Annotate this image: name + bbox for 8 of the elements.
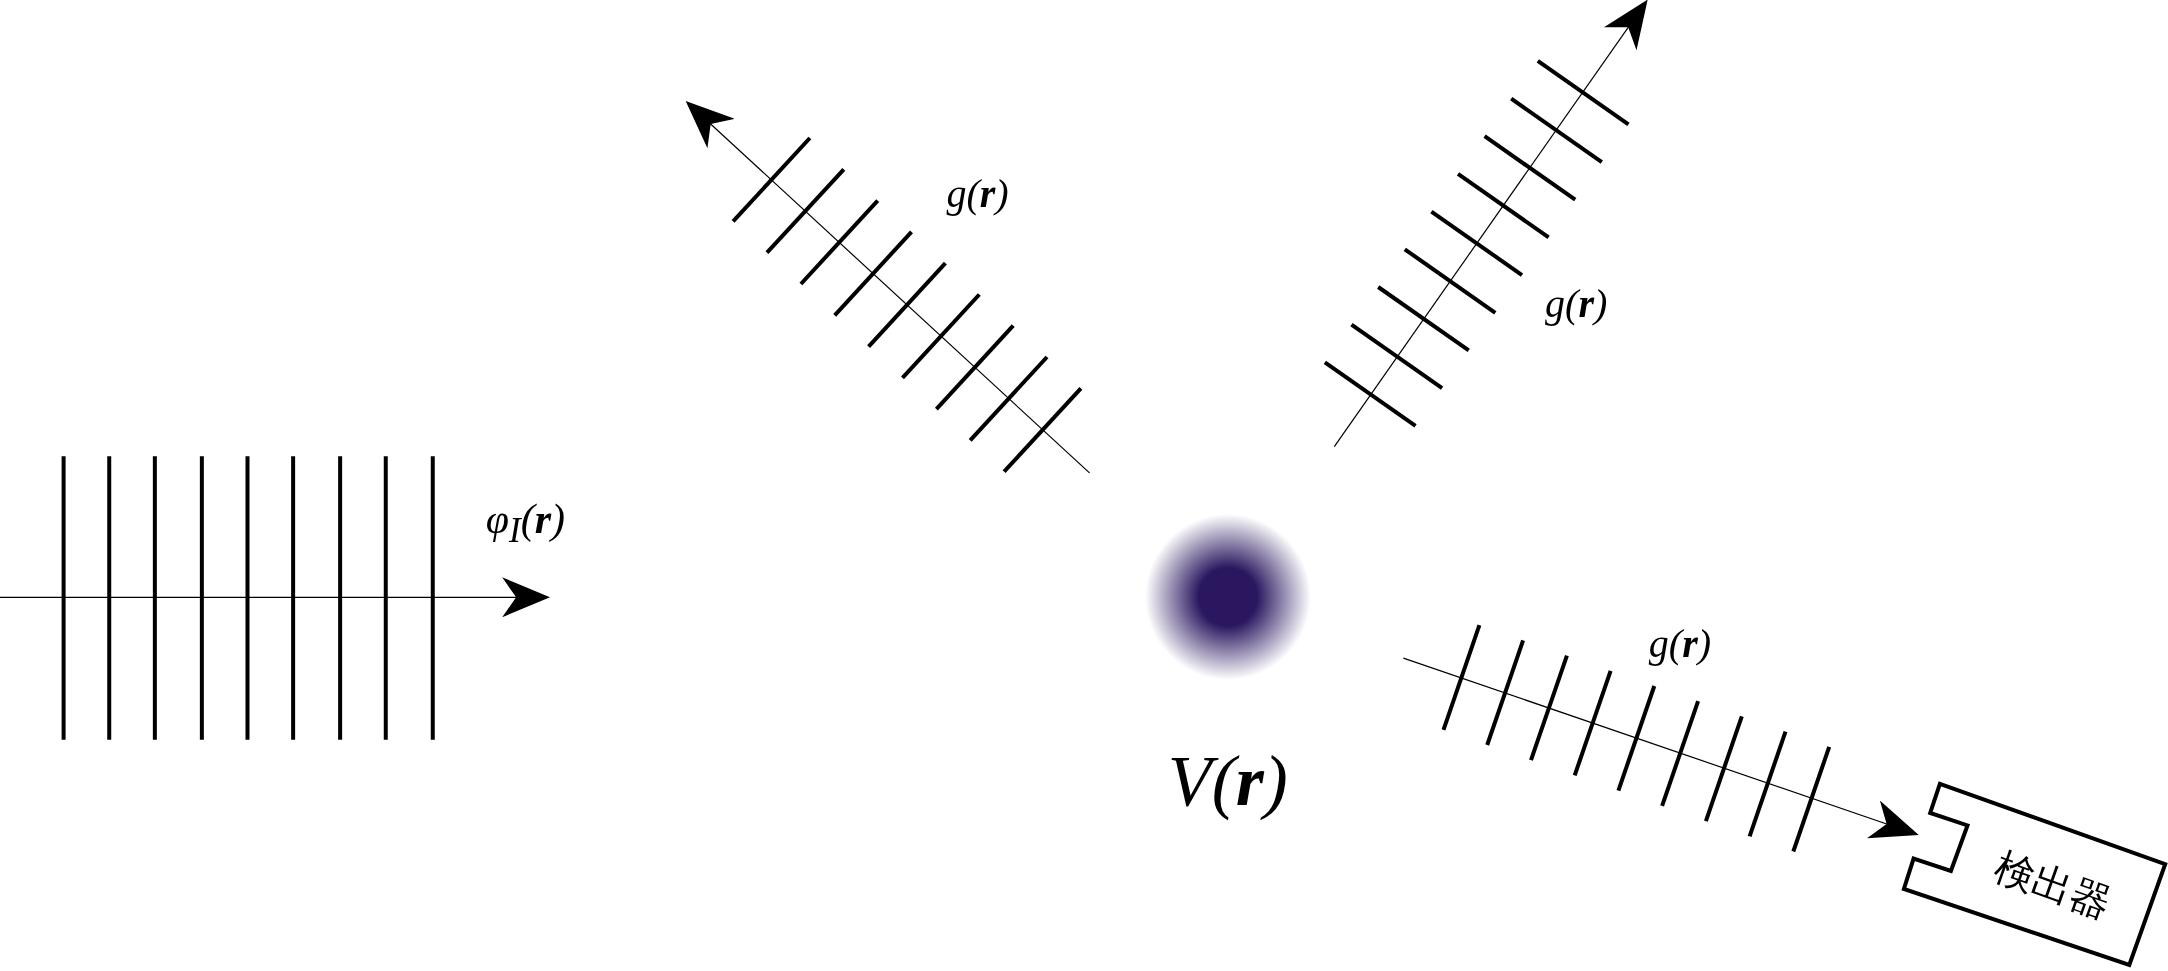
arrow	[1402, 657, 1919, 839]
wave-label: g(r)	[946, 173, 1009, 214]
wave-label: g(r)	[1545, 284, 1608, 325]
potential-blob	[1144, 514, 1311, 681]
wave-label: g(r)	[1648, 624, 1712, 665]
potential-label: V(r)	[1167, 745, 1288, 818]
detector-label: 検出器	[1990, 845, 2117, 924]
wave-label: φ$_{I}$(r)	[485, 497, 566, 548]
